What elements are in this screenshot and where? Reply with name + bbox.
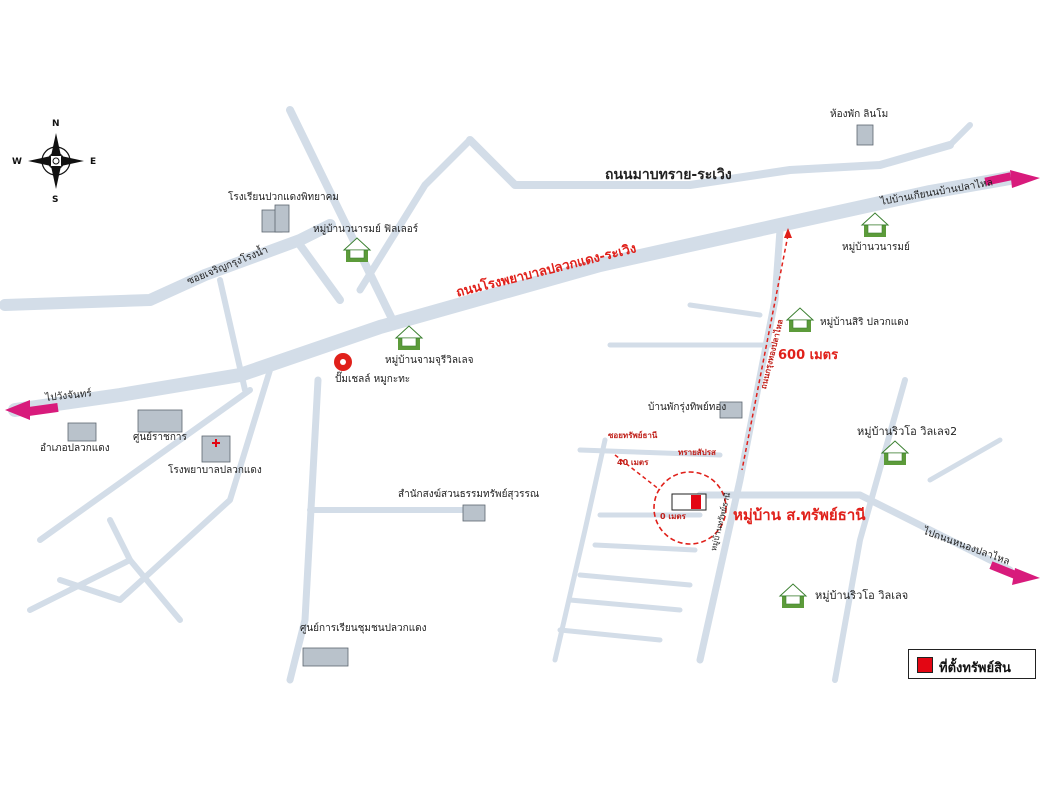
school-label: โรงเรียนปวกแดงพิทยาคม [228, 192, 339, 203]
learning-center-icon [302, 647, 349, 667]
diag-road-1 [286, 106, 399, 329]
left-road-b [37, 387, 253, 543]
village-siri-icon [785, 307, 815, 332]
village-rivo2-label: หมู่บ้านริวโอ วิลเลจ2 [857, 425, 958, 438]
far-right-road [927, 437, 1003, 483]
building-icons [67, 124, 874, 667]
distance-line-40 [614, 454, 661, 491]
arrow-right-top [1010, 170, 1040, 188]
direction-arrows [5, 170, 1040, 585]
village-siri-label: หมู่บ้านสิริ ปลวกแดง [820, 317, 909, 328]
distance-line-600 [741, 234, 789, 471]
soi-left-road [0, 219, 336, 311]
govt-center-label: ศูนย์ราชการ [133, 432, 187, 443]
arrow-right-bottom [1012, 568, 1040, 585]
soi-near-2-label: ทรายสัปรส [678, 448, 716, 457]
legend-label: ที่ตั้งทรัพย์สิน [939, 661, 1011, 676]
target-village-label: หมู่บ้าน ส.ทรัพย์ธานี [733, 506, 866, 524]
distance-markers [614, 234, 789, 491]
village-rivo-icon [778, 583, 808, 608]
center-road-v [286, 376, 322, 684]
hostel-label: ห้องพัก ลินโม [830, 109, 889, 120]
left-road-a [217, 277, 248, 393]
district-office-icon [67, 422, 97, 442]
right-road-v [832, 377, 908, 683]
right-road-h [696, 491, 1014, 574]
grid-v [552, 437, 608, 663]
grid-8 [557, 627, 663, 643]
property-marker [691, 495, 701, 509]
welfare-office-label: สำนักสงฆ์สวนธรรมทรัพย์สุวรรณ [398, 489, 540, 500]
village-wanarom-icon [860, 212, 890, 237]
arrow-left [5, 400, 30, 420]
village-wanarom-filler-icon [342, 237, 372, 262]
hospital-label: โรงพยาบาลปลวกแดง [168, 465, 262, 476]
soi-near-label: ซอยทรัพย์ธานี [608, 431, 658, 440]
distance-40-label: 40 เมตร [617, 458, 649, 467]
main-road [8, 171, 1017, 417]
road-network [0, 106, 1017, 684]
learning-center-label: ศูนย์การเรียนชุมชนปลวกแดง [300, 623, 427, 634]
village-rivo-label: หมู่บ้านริวโอ วิลเลจ [815, 589, 909, 602]
distance-arrow-up [784, 228, 792, 238]
property-road-v [696, 226, 784, 664]
village-wanarom-filler-label: หมู่บ้านวนารมย์ ฟิลเลอร์ [313, 224, 419, 235]
top-road-branch [947, 122, 973, 148]
grid-6 [577, 572, 693, 588]
diag-road-2 [296, 241, 344, 304]
legend: ที่ตั้งทรัพย์สิน [908, 649, 1036, 679]
village-chamjuri-label: หมู่บ้านจามจุรีวิลเลจ [385, 355, 474, 366]
top-road [466, 136, 954, 189]
diag-road-3 [356, 136, 474, 294]
village-chamjuri-icon [394, 325, 424, 350]
shell-station-label: ปั๊มเชลล์ หมูกะทะ [335, 374, 411, 385]
govt-center-icon [137, 409, 183, 433]
hostel-icon [856, 124, 874, 146]
compass-west: W [12, 157, 22, 167]
left-road-d [107, 517, 183, 623]
house-rungthong-icon [719, 401, 743, 419]
grid-7 [567, 597, 683, 613]
grid-5 [592, 542, 698, 553]
compass-icon [28, 133, 84, 189]
compass-south: S [52, 195, 59, 205]
property-circle [653, 471, 727, 545]
compass-east: E [90, 157, 97, 167]
top-road-label: ถนนมาบทราย-ระเวิง [605, 167, 732, 183]
house-rungthong-label: บ้านพักรุ่งทิพย์ทอง [648, 402, 727, 413]
distance-600-label: 600 เมตร [778, 348, 839, 363]
village-icons [342, 212, 910, 608]
distance-0-label: 0 เมตร [660, 512, 686, 521]
grid-1 [687, 302, 763, 318]
village-rivo2-icon [880, 440, 910, 465]
district-office-label: อำเภอปลวกแดง [40, 443, 110, 454]
compass-north: N [52, 119, 60, 129]
welfare-office-icon [462, 504, 486, 522]
legend-swatch [917, 657, 933, 673]
left-road-c [57, 367, 273, 603]
left-road-e [27, 557, 133, 613]
village-wanarom-label: หมู่บ้านวนารมย์ [842, 242, 910, 253]
